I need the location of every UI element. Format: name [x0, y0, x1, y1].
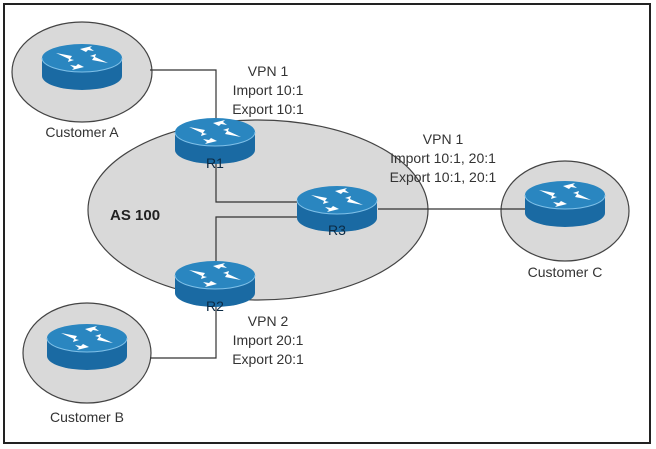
link-customer-a-r1 [150, 69, 217, 120]
vpn-r2-export: Export 20:1 [232, 351, 304, 367]
vpn-label-r2: VPN 2 Import 20:1 Export 20:1 [232, 313, 304, 367]
vpn-r1-name: VPN 1 [248, 63, 289, 79]
customer-a-label: Customer A [45, 124, 119, 140]
vpn-r1-export: Export 10:1 [232, 101, 304, 117]
router-r2-label: R2 [206, 298, 224, 314]
vpn-r3-name: VPN 1 [423, 131, 464, 147]
vpn-r3-import: Import 10:1, 20:1 [390, 150, 496, 166]
customer-b-label: Customer B [50, 409, 124, 425]
router-r1-label: R1 [206, 155, 224, 171]
router-r3-label: R3 [328, 222, 346, 238]
as100-cloud [87, 119, 429, 301]
vpn-r3-export: Export 10:1, 20:1 [390, 169, 497, 185]
vpn-label-r3: VPN 1 Import 10:1, 20:1 Export 10:1, 20:… [390, 131, 497, 185]
customer-c-label: Customer C [528, 264, 603, 280]
router-customer-b [46, 323, 128, 371]
vpn-r2-import: Import 20:1 [233, 332, 304, 348]
vpn-r2-name: VPN 2 [248, 313, 289, 329]
router-customer-a [41, 43, 123, 91]
vpn-label-r1: VPN 1 Import 10:1 Export 10:1 [232, 63, 304, 117]
vpn-r1-import: Import 10:1 [233, 82, 304, 98]
link-r2-r3 [215, 216, 300, 265]
as-label: AS 100 [110, 207, 160, 224]
link-r1-r3 [215, 160, 300, 203]
link-customer-b-r2 [150, 300, 217, 359]
router-customer-c [524, 180, 606, 228]
